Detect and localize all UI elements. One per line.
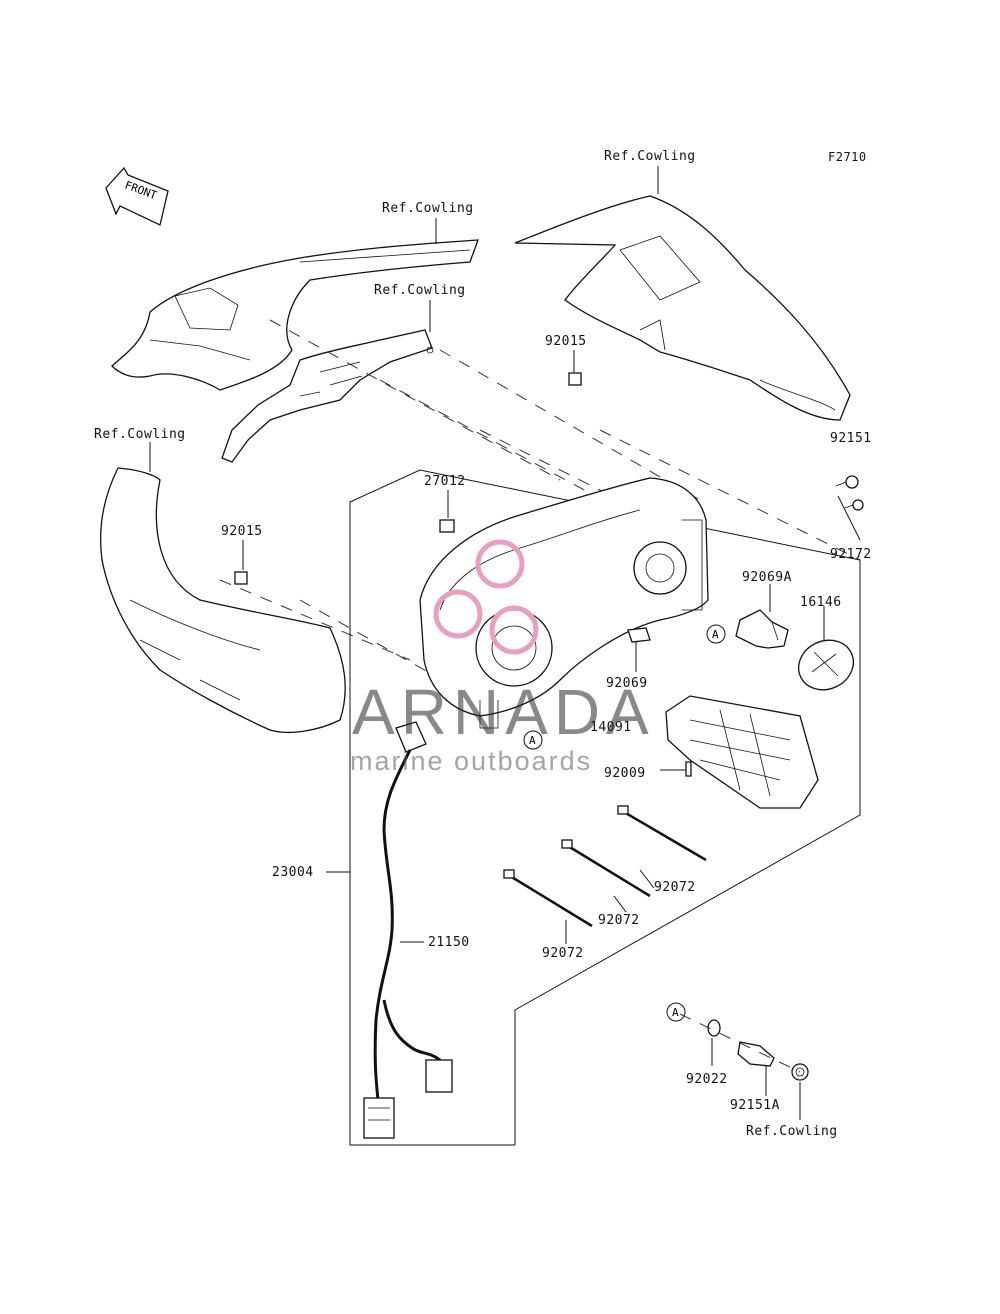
label-92072-b: 92072 — [598, 913, 640, 928]
wiring-harness — [363, 721, 453, 1139]
svg-text:A: A — [529, 734, 536, 747]
mount-hardware — [679, 1013, 809, 1081]
watermark-brand: ARNADA — [352, 676, 655, 748]
upper-cowling-left — [111, 239, 479, 391]
label-27012: 27012 — [424, 474, 466, 489]
logo-petal-right — [489, 605, 539, 655]
logo-petal-top — [475, 539, 525, 589]
inner-bracket-cowling — [221, 329, 434, 463]
bulb-92069 — [627, 627, 651, 643]
side-cowling-left — [99, 467, 346, 733]
label-14091: 14091 — [590, 720, 632, 735]
label-16146: 16146 — [800, 595, 842, 610]
label-92015-left: 92015 — [221, 524, 263, 539]
logo-petals — [433, 539, 539, 655]
label-92069A: 92069A — [742, 570, 792, 585]
label-ref-cowling-upper-mid: Ref.Cowling — [382, 201, 474, 216]
watermark-tagline: marine outboards — [350, 746, 593, 776]
label-92009: 92009 — [604, 766, 646, 781]
bulb-92069A — [735, 609, 789, 649]
label-92151: 92151 — [830, 431, 872, 446]
label-ref-cowling-left: Ref.Cowling — [94, 427, 186, 442]
callout-a-1: A — [706, 624, 726, 644]
label-23004: 23004 — [272, 865, 314, 880]
label-ref-cowling-mid: Ref.Cowling — [374, 283, 466, 298]
headlight-assembly — [419, 477, 709, 729]
label-92069: 92069 — [606, 676, 648, 691]
clip-92015-left — [234, 571, 248, 585]
svg-text:A: A — [712, 628, 719, 641]
label-leaders — [149, 166, 861, 1120]
callout-a-3: A — [666, 1002, 686, 1022]
clip-92015-right — [568, 372, 582, 386]
label-92022: 92022 — [686, 1072, 728, 1087]
screws-92172 — [835, 475, 864, 511]
label-92072-a: 92072 — [654, 880, 696, 895]
logo-petal-left — [433, 589, 483, 639]
front-arrow-icon: FRONT — [105, 166, 169, 226]
cap-16146 — [798, 639, 854, 691]
label-ref-cowling-top-right: Ref.Cowling — [604, 149, 696, 164]
label-21150: 21150 — [428, 935, 470, 950]
windscreen-cowling — [514, 195, 851, 421]
watermark-logo-icon — [433, 539, 539, 655]
cover-14091 — [665, 695, 819, 809]
label-92172: 92172 — [830, 547, 872, 562]
callout-a-2: A — [523, 730, 543, 750]
svg-text:A: A — [672, 1006, 679, 1019]
label-92151A: 92151A — [730, 1098, 780, 1113]
cable-ties-92072 — [503, 805, 707, 928]
figure-code: F2710 — [828, 150, 867, 164]
screw-92009 — [685, 761, 692, 777]
label-ref-cowling-bottom: Ref.Cowling — [746, 1124, 838, 1139]
label-92072-c: 92072 — [542, 946, 584, 961]
label-92015-right: 92015 — [545, 334, 587, 349]
